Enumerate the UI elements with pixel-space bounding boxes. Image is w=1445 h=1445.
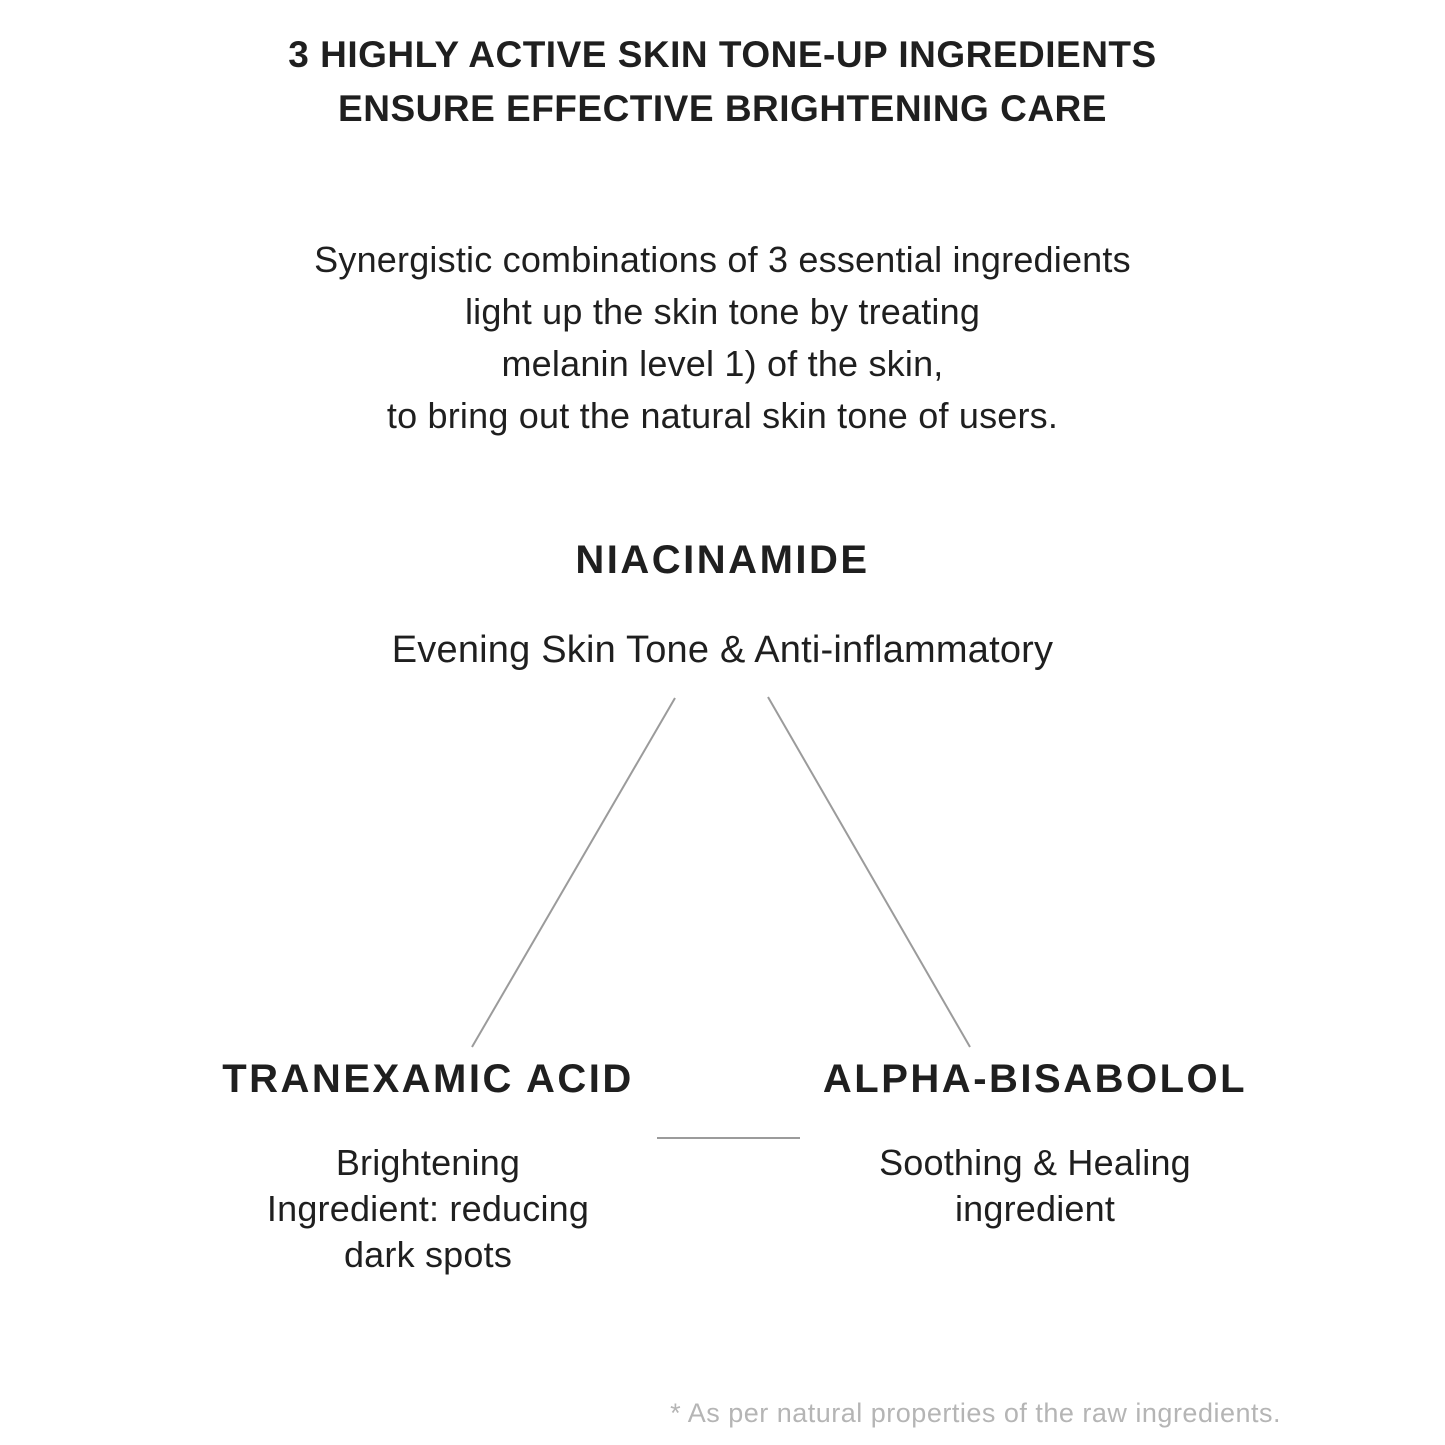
intro-line-3: melanin level 1) of the skin, <box>501 343 944 384</box>
headline: 3 HIGHLY ACTIVE SKIN TONE-UP INGREDIENTS… <box>0 28 1445 136</box>
tranexamic-desc-line-3: dark spots <box>343 1234 513 1275</box>
niacinamide-title: NIACINAMIDE <box>575 538 870 582</box>
node-niacinamide: NIACINAMIDE Evening Skin Tone & Anti-inf… <box>0 536 1445 674</box>
tranexamic-desc-line-2: Ingredient: reducing <box>266 1188 590 1229</box>
tranexamic-acid-description: Brightening Ingredient: reducing dark sp… <box>128 1140 728 1278</box>
node-tranexamic-acid: TRANEXAMIC ACID Brightening Ingredient: … <box>128 1056 728 1278</box>
node-alpha-bisabolol: ALPHA-BISABOLOL Soothing & Healing ingre… <box>735 1056 1335 1232</box>
headline-line-1: 3 HIGHLY ACTIVE SKIN TONE-UP INGREDIENTS <box>288 34 1157 75</box>
bisabolol-desc-line-1: Soothing & Healing <box>879 1142 1191 1183</box>
connector-line-left <box>471 697 676 1048</box>
intro-line-1: Synergistic combinations of 3 essential … <box>314 239 1131 280</box>
footnote: * As per natural properties of the raw i… <box>670 1398 1281 1428</box>
intro-paragraph: Synergistic combinations of 3 essential … <box>0 234 1445 442</box>
intro-line-4: to bring out the natural skin tone of us… <box>386 395 1059 436</box>
connector-line-right <box>767 696 971 1048</box>
alpha-bisabolol-description: Soothing & Healing ingredient <box>735 1140 1335 1232</box>
intro-line-2: light up the skin tone by treating <box>464 291 981 332</box>
alpha-bisabolol-title: ALPHA-BISABOLOL <box>822 1057 1248 1101</box>
bisabolol-desc-line-2: ingredient <box>954 1188 1116 1229</box>
headline-line-2: ENSURE EFFECTIVE BRIGHTENING CARE <box>338 88 1107 129</box>
niacinamide-description: Evening Skin Tone & Anti-inflammatory <box>391 629 1054 671</box>
tranexamic-acid-title: TRANEXAMIC ACID <box>222 1057 634 1101</box>
tranexamic-desc-line-1: Brightening <box>335 1142 521 1183</box>
